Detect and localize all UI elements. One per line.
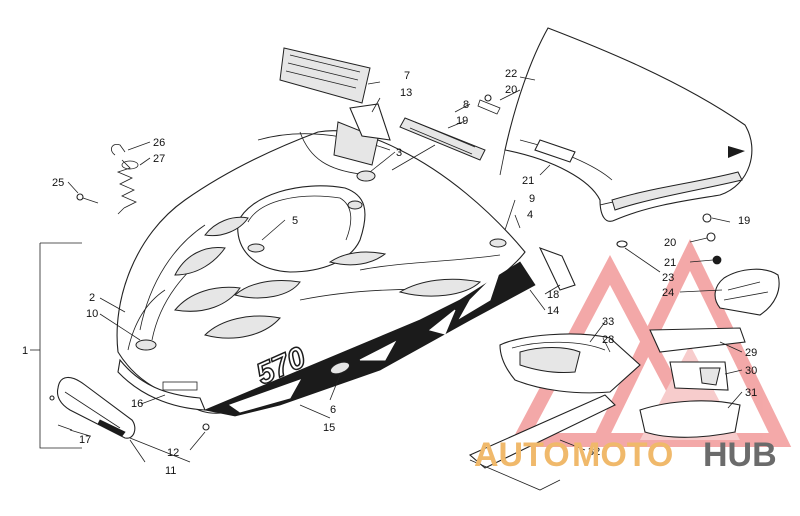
hood-assembly: 570	[116, 121, 536, 417]
callout-20-right: 20	[664, 237, 676, 249]
callout-1: 1	[22, 345, 28, 357]
side-bracket	[538, 247, 576, 291]
callout-10: 10	[86, 308, 98, 320]
side-vent-grille	[399, 117, 486, 161]
watermark-moto: MOTO	[572, 436, 673, 474]
windshield-panel	[499, 27, 753, 222]
callout-2: 2	[89, 292, 95, 304]
windshield-hardware-right	[616, 213, 722, 265]
callout-23: 23	[662, 272, 674, 284]
callout-31: 31	[745, 387, 757, 399]
hood-spring	[111, 143, 139, 215]
callout-19-right: 19	[738, 215, 750, 227]
callout-21-right: 21	[664, 257, 676, 269]
callout-18: 18	[547, 289, 559, 301]
callout-32: 32	[588, 446, 600, 458]
callout-33: 33	[602, 316, 614, 328]
callout-11: 11	[165, 465, 176, 477]
callout-17: 17	[79, 434, 91, 446]
watermark-text: AUTO MOTO HUB	[474, 436, 777, 474]
mount-screw	[202, 423, 210, 431]
callout-4: 4	[527, 209, 533, 221]
callout-29: 29	[745, 347, 757, 359]
callout-13: 13	[400, 87, 412, 99]
side-panel-set	[468, 327, 746, 491]
callout-12: 12	[167, 447, 179, 459]
callout-14: 14	[547, 305, 559, 317]
bolt-fastener	[76, 193, 99, 204]
callout-5: 5	[292, 215, 298, 227]
callout-22: 22	[505, 68, 517, 80]
front-bumper	[49, 376, 136, 439]
windshield-hardware-left	[477, 94, 501, 115]
callout-27: 27	[153, 153, 165, 165]
callout-24: 24	[662, 287, 674, 299]
callout-8: 8	[463, 99, 469, 111]
leader-lines	[30, 76, 743, 463]
callout-25: 25	[52, 177, 64, 189]
callout-labels: 1 2 3 4 5 6 7 8 9 10 11 12 13 14 15 16 1…	[22, 68, 757, 477]
callout-7: 7	[404, 70, 410, 82]
watermark-hub: HUB	[703, 436, 777, 474]
callout-6: 6	[330, 404, 336, 416]
nose-badge-plate	[162, 381, 198, 391]
callout-3: 3	[396, 147, 402, 159]
callout-28: 28	[602, 334, 614, 346]
callout-16: 16	[131, 398, 143, 410]
top-vent-decal	[279, 47, 391, 141]
callout-20-left: 20	[505, 84, 517, 96]
hand-guard	[714, 268, 780, 316]
callout-30: 30	[745, 365, 757, 377]
callout-9: 9	[529, 193, 535, 205]
callout-21-left: 21	[522, 175, 534, 187]
callout-15: 15	[323, 422, 335, 434]
callout-19-left: 19	[456, 115, 468, 127]
callout-26: 26	[153, 137, 165, 149]
watermark-auto: AUTO	[474, 436, 570, 474]
